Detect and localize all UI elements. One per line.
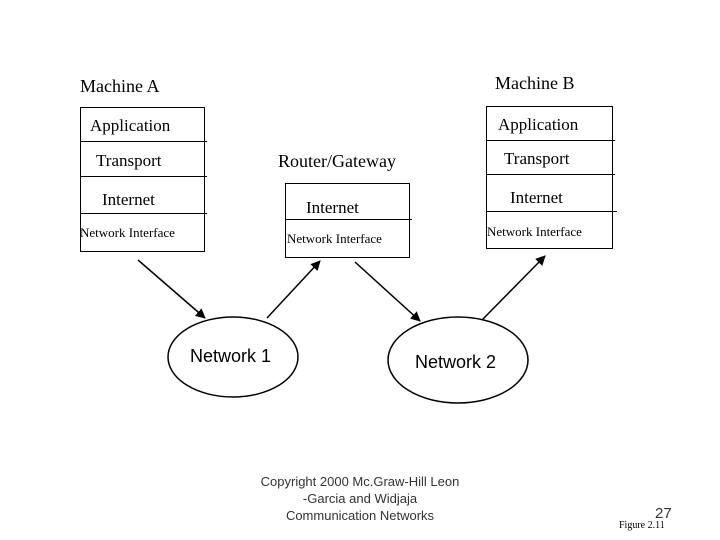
page-number: 27 [655, 505, 672, 522]
machine-b-layer-network-interface: Network Interface [487, 224, 582, 239]
machine-b-divider-2 [486, 174, 615, 175]
router-stack [285, 183, 410, 258]
copyright-line-3: Communication Networks [285, 508, 435, 523]
machine-b-title: Machine B [495, 73, 575, 93]
machine-a-layer-internet: Internet [102, 190, 155, 209]
machine-b-layer-application: Application [498, 115, 579, 134]
machine-a-stack [80, 107, 205, 252]
machine-b-divider-1 [486, 140, 615, 141]
router-layer-internet: Internet [306, 198, 359, 217]
machine-b-divider-3 [486, 211, 617, 212]
machine-b-stack [486, 106, 613, 249]
machine-a-divider-1 [80, 141, 207, 142]
machine-a-divider-2 [80, 176, 207, 177]
copyright-line-2: -Garcia and Widjaja [302, 491, 418, 506]
network-1-label: Network 1 [190, 346, 272, 366]
arrow-network-2-to-machine-b [481, 255, 546, 321]
machine-a-title: Machine A [80, 76, 160, 96]
router-title: Router/Gateway [278, 151, 396, 171]
copyright-line-1: Copyright 2000 Mc.Graw-Hill Leon [260, 474, 460, 489]
machine-a-layer-network-interface: Network Interface [80, 225, 175, 240]
figure-label: Figure 2.11 [619, 520, 665, 531]
machine-a-layer-transport: Transport [96, 151, 162, 170]
copyright-notice: Copyright 2000 Mc.Graw-Hill Leon -Garcia… [245, 473, 475, 524]
machine-a-layer-application: Application [90, 116, 171, 135]
machine-b-layer-transport: Transport [504, 149, 570, 168]
router-divider [285, 219, 412, 220]
network-2-label: Network 2 [415, 352, 497, 372]
network-2-ellipse [387, 316, 529, 404]
arrow-network-1-to-router [266, 260, 321, 319]
router-layer-network-interface: Network Interface [287, 231, 382, 246]
network-1-ellipse [167, 316, 299, 398]
machine-b-layer-internet: Internet [510, 188, 563, 207]
machine-a-divider-3 [80, 213, 207, 214]
arrow-router-to-network-2 [354, 261, 421, 322]
arrow-machine-a-to-network-1 [137, 259, 206, 319]
